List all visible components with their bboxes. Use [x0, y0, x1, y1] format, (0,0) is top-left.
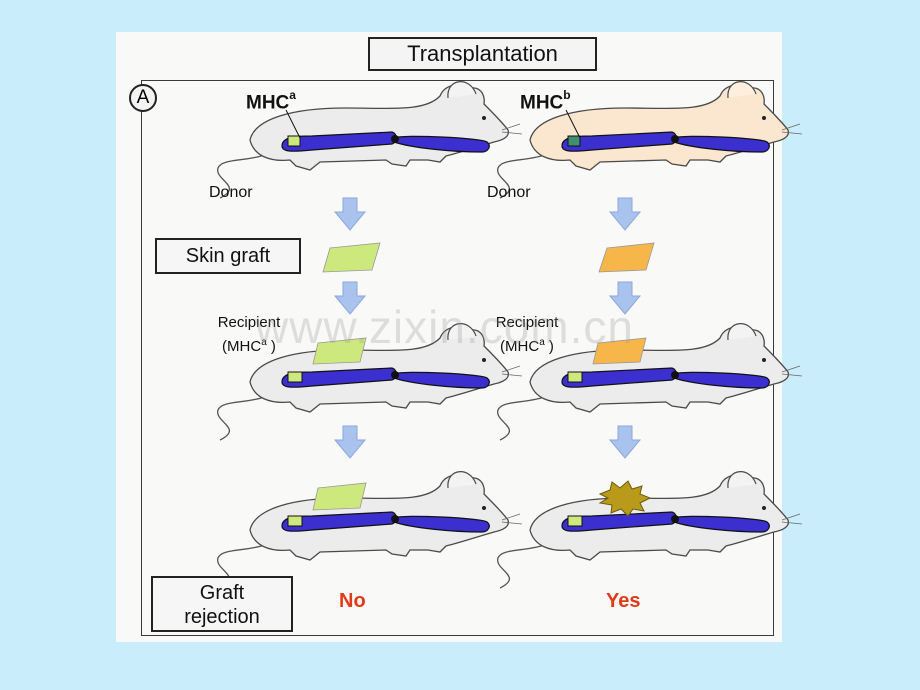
rejected-graft-right	[598, 480, 652, 517]
mhc-b-label: MHCb	[520, 88, 571, 114]
donor-mouse-left	[216, 81, 523, 199]
mhc-pointer-left	[285, 109, 301, 139]
graft-rejection-label: Graft rejection	[151, 576, 293, 632]
panel-label: A	[129, 84, 157, 112]
graft-rejection-line2: rejection	[184, 606, 260, 628]
mhc-a-label: MHCa	[246, 88, 296, 114]
mhc-pointer-right	[565, 109, 581, 139]
donor-mouse-right	[496, 81, 803, 199]
recipient-mhc-right: (MHCa )	[500, 337, 554, 355]
donor-label-left: Donor	[209, 184, 253, 201]
arrow-left-3	[334, 425, 366, 459]
watermark-text: www.zixin.com.cn	[255, 301, 634, 353]
recipient-text-right: Recipient	[495, 314, 559, 331]
recipient-mhc-left: (MHCa )	[222, 337, 276, 355]
recipient-label-left: Recipient (MHCa )	[194, 313, 304, 357]
recipient-mouse-left	[216, 323, 523, 441]
skin-graft-label: Skin graft	[155, 238, 301, 274]
recipient-mouse-right	[496, 323, 803, 441]
skin-graft-left	[322, 242, 381, 273]
recipient-text-left: Recipient	[217, 314, 281, 331]
graft-on-recipient-right	[592, 337, 647, 365]
arrow-left-1	[334, 197, 366, 231]
outcome-mouse-right	[496, 471, 803, 589]
arrow-right-3	[609, 425, 641, 459]
donor-label-right: Donor	[487, 184, 531, 201]
outcome-mouse-left	[216, 471, 523, 589]
skin-graft-right	[598, 242, 655, 273]
graft-rejection-line1: Graft	[199, 582, 245, 604]
result-no: No	[339, 590, 366, 612]
graft-on-recipient-left	[312, 337, 367, 365]
accepted-graft-left	[312, 482, 367, 511]
arrow-right-1	[609, 197, 641, 231]
result-yes: Yes	[606, 590, 641, 612]
figure-title: Transplantation	[368, 37, 597, 71]
recipient-label-right: Recipient (MHCa )	[472, 313, 582, 357]
